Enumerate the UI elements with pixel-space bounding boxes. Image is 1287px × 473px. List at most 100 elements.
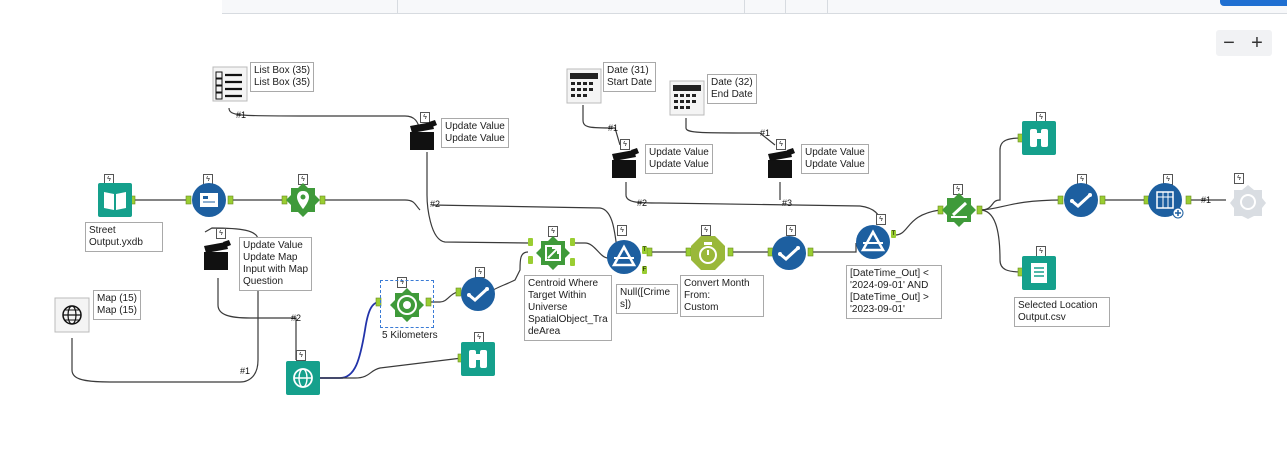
filter-tool[interactable] (461, 277, 495, 311)
list-box-icon (212, 66, 248, 102)
select-icon (192, 183, 226, 217)
map-question-label: Map (15) Map (15) (93, 290, 142, 320)
true-anchor: T (642, 246, 647, 254)
wire-label: #1 (1201, 195, 1212, 205)
select-tool[interactable] (192, 183, 226, 217)
target-icon (390, 288, 424, 322)
zoom-controls: − + (1216, 30, 1272, 56)
globe-icon (54, 297, 90, 333)
isnull-label: Null([Crime s]) (616, 284, 678, 314)
table-icon (1148, 183, 1184, 219)
trade-area-tool[interactable] (380, 280, 434, 328)
unmatched-anchor (570, 258, 575, 266)
wire-label: #2 (430, 199, 441, 209)
sort-tool[interactable] (942, 193, 976, 227)
lightning-icon: ϟ (397, 277, 407, 288)
lightning-icon: ϟ (786, 225, 796, 236)
lightning-icon: ϟ (876, 214, 886, 225)
check-icon (772, 236, 806, 270)
date-end-label: Date (32) End Date (707, 74, 757, 104)
filter-isnull-tool[interactable] (607, 240, 641, 274)
date-start-label: Date (31) Start Date (603, 62, 657, 92)
clock-icon (691, 236, 725, 270)
sort-icon (942, 193, 976, 227)
binoculars-icon (461, 342, 495, 376)
output-data-tool[interactable] (1022, 256, 1056, 290)
lightning-icon: ϟ (776, 139, 786, 150)
browse-tool[interactable] (1022, 121, 1056, 155)
check-icon (1064, 183, 1098, 217)
date-filter-label: [DateTime_Out] < '2024-09-01' AND [DateT… (846, 265, 942, 319)
wire-label: #2 (291, 313, 302, 323)
clapperboard-icon (612, 148, 639, 178)
toolbar-divider (397, 0, 398, 13)
selected-location-label: Selected Location Output.csv (1014, 297, 1110, 327)
zoom-in-button[interactable]: + (1251, 31, 1263, 54)
toolbar-divider (827, 0, 828, 13)
create-points-tool[interactable] (286, 183, 320, 217)
clapperboard-icon (410, 120, 437, 150)
clapperboard-icon (768, 148, 795, 178)
clapperboard-icon (204, 240, 231, 270)
lightning-icon: ϟ (1234, 173, 1244, 184)
update-value-tool[interactable] (610, 148, 640, 180)
wire-label: #3 (782, 198, 793, 208)
list-box-tool[interactable] (212, 66, 248, 102)
input-data-tool[interactable] (98, 183, 132, 217)
run-button[interactable] (1220, 0, 1287, 6)
map-pin-icon (286, 183, 320, 217)
date-tool-start[interactable] (566, 68, 602, 104)
date-filter-tool[interactable] (856, 225, 890, 259)
lightning-icon: ϟ (620, 139, 630, 150)
false-anchor: F (642, 266, 647, 274)
lightning-icon: ϟ (420, 112, 430, 123)
globe-icon (286, 361, 320, 395)
update-value-label: Update Value Update Value (645, 144, 713, 174)
list-box-label: List Box (35) List Box (35) (250, 62, 315, 92)
spatial-info-tool[interactable] (286, 361, 320, 395)
wire-label: #2 (637, 198, 648, 208)
lightning-icon: ϟ (296, 350, 306, 361)
zoom-out-button[interactable]: − (1223, 31, 1235, 54)
map-question-tool[interactable] (54, 297, 90, 333)
wire-label: #1 (760, 128, 771, 138)
calendar-icon (669, 80, 705, 116)
date-tool-end[interactable] (669, 80, 705, 116)
lightning-icon: ϟ (216, 228, 226, 239)
check-icon (461, 277, 495, 311)
summarize-tool[interactable] (1148, 183, 1186, 221)
toolbar-divider (785, 0, 786, 13)
lightning-icon: ϟ (701, 225, 711, 236)
match-anchor (570, 238, 575, 246)
calendar-icon (566, 68, 602, 104)
filter-tool[interactable] (772, 236, 806, 270)
browse-tool[interactable] (461, 342, 495, 376)
convert-month-label: Convert Month From: Custom (680, 275, 764, 317)
filter-tool[interactable] (1064, 183, 1098, 217)
wire-label: #1 (236, 110, 247, 120)
update-map-tool[interactable] (202, 240, 232, 272)
update-map-label: Update Value Update Map Input with Map Q… (239, 237, 313, 291)
spatial-match-tool[interactable] (536, 236, 570, 270)
wire-label: #1 (240, 366, 251, 376)
update-value-tool[interactable] (766, 148, 796, 180)
toolbar-divider (744, 0, 745, 13)
universe-anchor (528, 256, 533, 264)
macro-icon (1230, 185, 1266, 219)
kilometers-label: 5 Kilometers (382, 330, 438, 341)
filter-icon (856, 225, 890, 259)
spatial-match-label: Centroid Where Target Within Universe Sp… (524, 275, 612, 341)
macro-output-tool[interactable] (1228, 183, 1268, 219)
datetime-tool[interactable] (691, 236, 725, 270)
update-value-label: Update Value Update Value (801, 144, 869, 174)
filter-icon (607, 240, 641, 274)
wire-label: #1 (608, 123, 619, 133)
lightning-icon: ϟ (617, 225, 627, 236)
top-toolbar (222, 0, 1287, 14)
binoculars-icon (1022, 121, 1056, 155)
spatial-match-icon (536, 236, 570, 270)
book-icon (98, 183, 132, 217)
true-anchor: T (891, 230, 896, 238)
document-icon (1022, 256, 1056, 290)
update-value-tool[interactable] (408, 120, 438, 152)
